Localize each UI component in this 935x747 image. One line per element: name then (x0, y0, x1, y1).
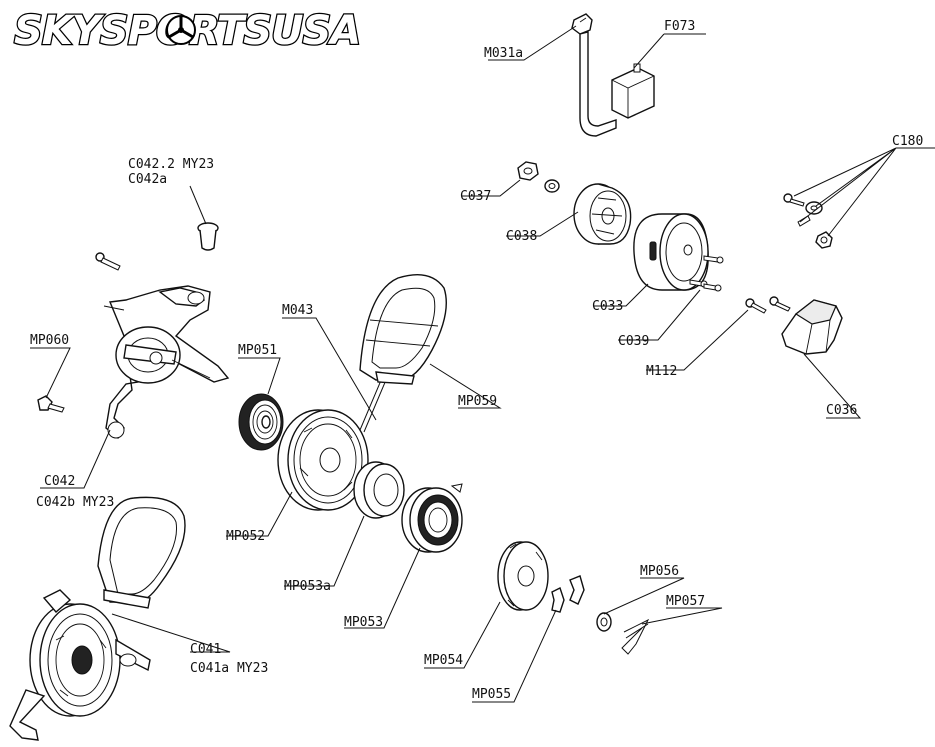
mp057-clip (621, 618, 650, 655)
mp056-washer (596, 612, 612, 632)
label-c180: C180 (892, 134, 923, 149)
c041-assembly (9, 496, 186, 741)
label-mp052: MP052 (226, 529, 265, 544)
label-mp057: MP057 (666, 594, 705, 609)
label-mp054: MP054 (424, 653, 463, 668)
mp053a-bushing (353, 461, 405, 519)
mp054-plate (497, 541, 549, 611)
fuel-elbow-m031a (571, 13, 593, 35)
label-c033: C033 (592, 299, 623, 314)
m043-rope (359, 377, 387, 433)
propeller-icon (166, 15, 196, 45)
mp060-bolt (37, 395, 65, 413)
label-mp053a: MP053a (284, 579, 331, 594)
part-labels: M031a F073 C180 C042.2 MY23 C042a C037 C… (30, 19, 923, 702)
label-c042: C042 (44, 474, 75, 489)
label-mp055: MP055 (472, 687, 511, 702)
c036-bracket (781, 299, 843, 355)
c039-bolts (689, 255, 724, 292)
label-c042-2: C042.2 MY23 (128, 157, 214, 172)
fuel-tube (579, 31, 617, 137)
fuel-filter-f073 (611, 63, 655, 119)
label-c042b: C042b MY23 (36, 495, 114, 510)
label-mp051: MP051 (238, 343, 277, 358)
label-c042a: C042a (128, 172, 167, 187)
c042-2-cap (197, 222, 219, 251)
label-mp059: MP059 (458, 394, 497, 409)
label-c041a: C041a MY23 (190, 661, 268, 676)
m112-screws (745, 296, 791, 314)
c038-clutch (573, 183, 632, 245)
leader-lines (30, 25, 935, 703)
skysportsusa-logo: SKYSPORTSUSA (13, 7, 363, 56)
c037-nut (517, 161, 539, 181)
mp055-pawls (551, 575, 585, 613)
mp051-spring (238, 393, 284, 451)
c033-drum (633, 213, 709, 291)
label-c039: C039 (618, 334, 649, 349)
mp053-spring (401, 483, 463, 553)
label-m043: M043 (282, 303, 313, 318)
label-f073: F073 (664, 19, 695, 34)
label-c041: C041 (190, 642, 221, 657)
mp059-handle (359, 274, 447, 385)
label-m112: M112 (646, 364, 677, 379)
c180-screw-1 (783, 193, 805, 207)
label-c038: C038 (506, 229, 537, 244)
label-c037: C037 (460, 189, 491, 204)
c042-top-bolt (95, 252, 121, 271)
mp052-pulley (277, 409, 369, 511)
label-mp056: MP056 (640, 564, 679, 579)
label-mp053: MP053 (344, 615, 383, 630)
label-m031a: M031a (484, 46, 523, 61)
label-mp060: MP060 (30, 333, 69, 348)
c042-bracket (103, 285, 230, 440)
c037-washer (544, 179, 560, 193)
label-c036: C036 (826, 403, 857, 418)
